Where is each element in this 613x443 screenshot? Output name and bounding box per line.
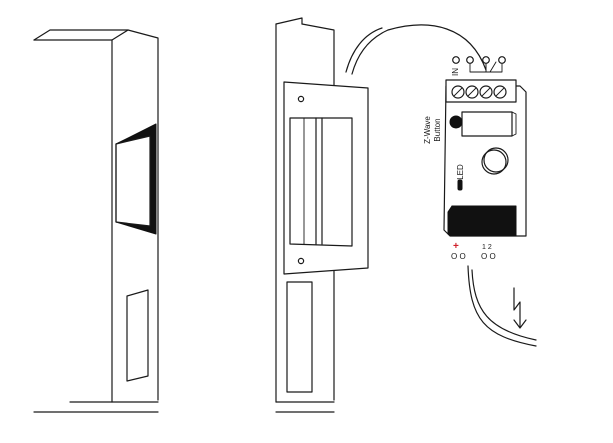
led-label: LED [456, 164, 465, 180]
terminal-screw-2 [465, 85, 479, 99]
cable-1 [345, 27, 383, 73]
relay [461, 111, 513, 137]
terminal-right-top-label: 1 2 [482, 244, 492, 251]
jumper-switch [489, 61, 497, 73]
cable-2 [351, 29, 389, 75]
zwave-button-label-line1: Z-Wave [423, 116, 432, 144]
capacitor-outline [483, 147, 509, 173]
led-indicator [457, 179, 463, 191]
screw-hole-top [297, 95, 305, 103]
terminal-2-circle [466, 56, 474, 64]
screw-hole-bottom [297, 257, 305, 265]
relay-side [511, 111, 517, 137]
terminal-screw-4 [493, 85, 507, 99]
cable-loop-lower-2 [471, 269, 537, 341]
strike-recess-face [115, 135, 151, 227]
terminal-right-sub-label: O O [481, 252, 496, 261]
lightning-arrow-icon [513, 287, 527, 329]
terminal-block [445, 79, 517, 103]
terminal-in-circle [452, 56, 460, 64]
terminal-screw-1 [451, 85, 465, 99]
frame-edge-right [111, 29, 159, 401]
left-door-frame [33, 29, 159, 413]
terminal-screw-slots [453, 87, 505, 97]
zwave-button-label-line2: Button [433, 118, 442, 141]
frame2-lower-slot [286, 281, 313, 393]
terminal-4-circle [498, 56, 506, 64]
frame2-edge-right [301, 23, 335, 401]
strike-body [289, 117, 353, 247]
terminal-in-label: IN [451, 68, 460, 76]
terminal-screw-3 [479, 85, 493, 99]
frame2-top [275, 17, 303, 25]
cable-loop-lower [467, 265, 537, 347]
terminal-plus-label: + [453, 241, 459, 252]
jumper-right [485, 63, 503, 73]
zwave-module: IN Z-Wave Button LED + O O 1 2 O O [387, 24, 537, 347]
output-connector [451, 205, 517, 237]
cable-loop-upper [387, 24, 487, 71]
frame-top-line-back [33, 29, 129, 41]
zwave-button [449, 115, 463, 129]
terminal-3-circle [482, 56, 490, 64]
middle-door-frame [275, 17, 389, 413]
output-connector-side [447, 205, 453, 237]
lower-cutout [126, 289, 149, 382]
terminal-left-sub-label: O O [451, 252, 466, 261]
capacitor [481, 149, 507, 175]
